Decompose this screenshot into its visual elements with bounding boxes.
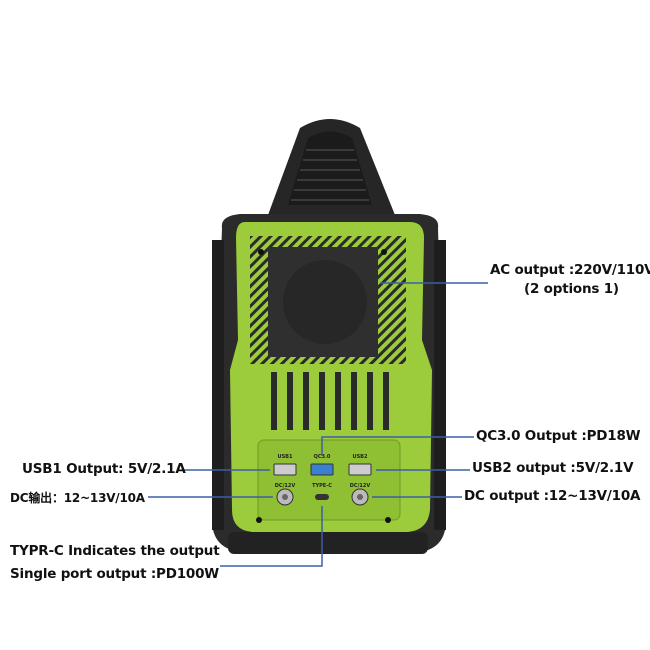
- usb1-port-label: USB1: [278, 454, 293, 460]
- vent-slots: [271, 372, 389, 430]
- usb2-port: [348, 463, 372, 476]
- dc-left-output-callout: DC输出：12~13V/10A: [10, 491, 145, 505]
- callout-lines: [148, 282, 488, 567]
- typec-port: [315, 494, 329, 500]
- usb1-port: [273, 463, 297, 476]
- typec-port-label: TYPE-C: [312, 483, 332, 489]
- dc-left-port-label: DC/12V: [275, 483, 296, 489]
- ac-socket: [283, 260, 367, 344]
- qc-port-label: QC3.0: [314, 454, 331, 460]
- usb1-output-callout: USB1 Output: 5V/2.1A: [22, 461, 186, 477]
- typec-single-port-callout: Single port output :PD100W: [10, 566, 219, 582]
- qc-output-callout: QC3.0 Output :PD18W: [476, 428, 641, 444]
- ac-output-options: (2 options 1): [524, 281, 619, 297]
- usb2-port-label: USB2: [353, 454, 368, 460]
- usb2-output-callout: USB2 output :5V/2.1V: [472, 460, 634, 476]
- dc-right-output-callout: DC output :12~13V/10A: [464, 488, 641, 504]
- port-panel: [257, 439, 401, 521]
- typec-output-callout: TYPR-C Indicates the output: [10, 543, 220, 559]
- ac-output-callout: AC output :220V/110V: [490, 262, 650, 278]
- dc-right-port-label: DC/12V: [350, 483, 371, 489]
- handle-ridges: [291, 149, 369, 201]
- qc-port: [310, 463, 334, 476]
